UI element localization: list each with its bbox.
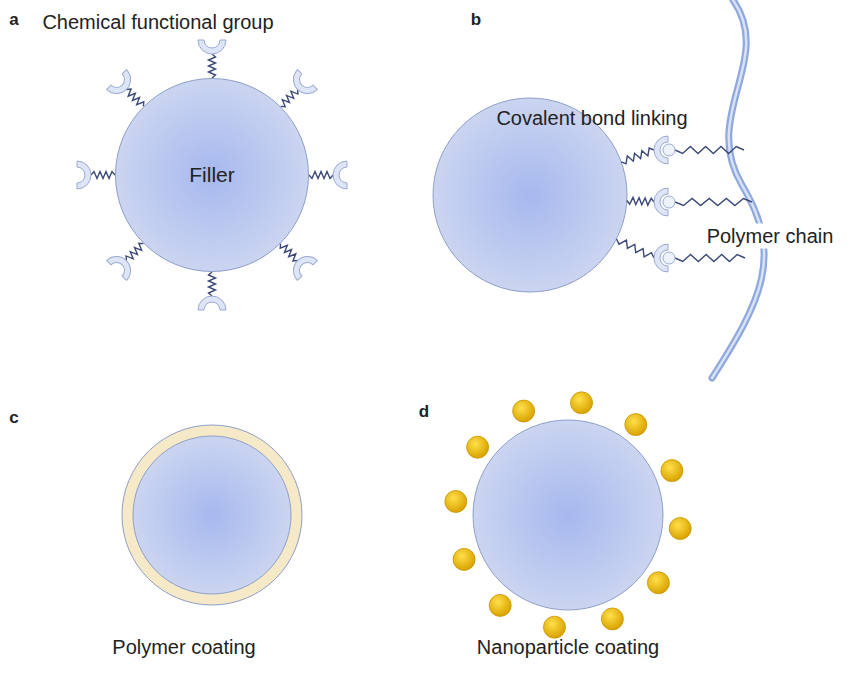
nanoparticle [661,460,683,482]
spring-linker [675,147,744,154]
caption-label: Nanoparticle coating [477,636,659,659]
nanoparticle [445,490,467,512]
nanoparticle [489,594,511,616]
functional-group [288,251,318,281]
caption-label: Covalent bond linking [496,107,687,130]
functional-group [107,251,137,281]
bonded-group [663,252,675,264]
spring-linker [91,172,115,179]
spring-linker [616,239,654,258]
functional-group [198,296,226,310]
caption-label: Chemical functional group [42,11,273,34]
nanoparticle [601,608,623,630]
nanoparticle [669,518,691,540]
spring-linker [309,172,333,179]
polymer-chain [712,0,764,378]
functional-group [107,70,137,100]
filler-particle [133,436,291,594]
caption-label: Polymer coating [112,636,255,659]
nanoparticle [543,616,565,638]
nanoparticle [467,436,489,458]
filler-particle [473,420,663,610]
nanoparticle [453,548,475,570]
functional-group [198,40,226,54]
nanoparticles [445,392,691,638]
node-text: Filler [189,163,235,187]
functional-group [77,161,91,189]
bonded-group [663,196,675,208]
panel-letter: d [419,402,429,422]
nanoparticle [625,414,647,436]
spring-linker [280,244,297,261]
functional-group [333,161,347,189]
spring-linker [126,243,143,260]
polymer-coating-ring [122,425,302,605]
caption-label: Polymer chain [704,224,837,249]
linker-springs [91,54,752,296]
spring-linker [675,199,752,206]
filler-particle: Filler [115,78,309,272]
panel-letter: a [9,10,18,30]
bonded-group [663,144,675,156]
functional-groups [77,40,675,310]
panel-letter: b [471,10,481,30]
nanoparticle [647,572,669,594]
panel-letter: c [9,408,18,428]
spring-linker [675,255,745,262]
spring-linker [281,89,298,106]
nanoparticle [571,392,593,414]
spring-linker [126,89,143,106]
nanoparticle [513,400,535,422]
spring-linker [209,272,216,296]
spring-linker [209,54,216,78]
spring-linker [627,197,654,205]
spring-linker [621,148,654,164]
functional-group [288,70,318,100]
